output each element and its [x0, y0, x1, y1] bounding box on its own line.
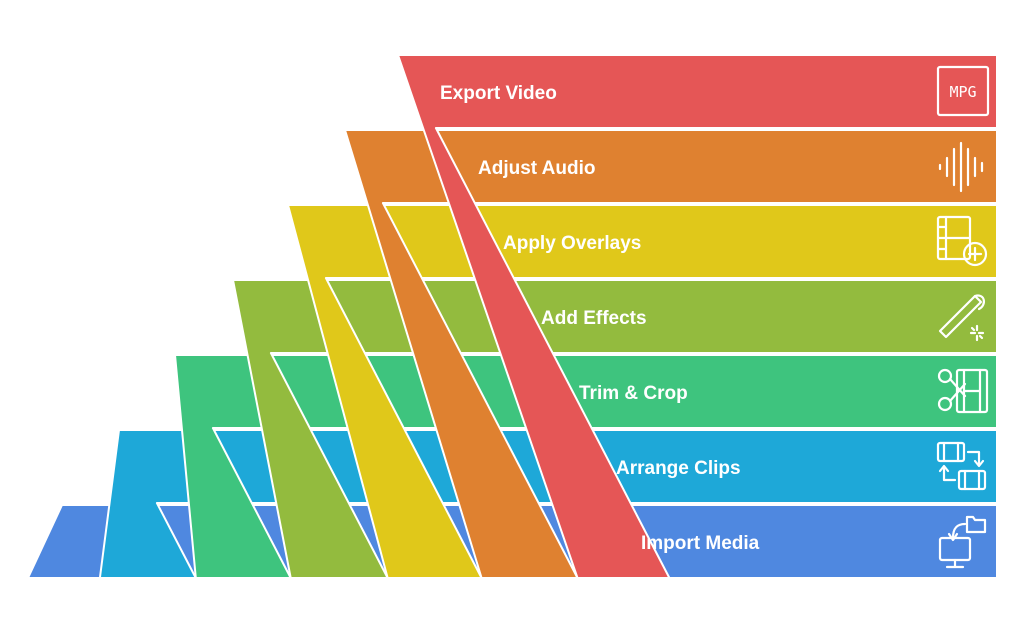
- scissors-film-icon: [937, 368, 989, 414]
- step-label-trim-crop: Trim & Crop: [579, 383, 688, 404]
- pyramid-layers: [27, 54, 998, 579]
- reorder-clips-icon: [936, 441, 987, 491]
- magic-wand-icon: [938, 294, 985, 342]
- step-labels: Export Video Adjust Audio Apply Overlays…: [440, 83, 760, 554]
- step-label-arrange-clips: Arrange Clips: [616, 458, 741, 479]
- step-label-export-video: Export Video: [440, 83, 557, 104]
- pyramid-layer-export-video: [397, 54, 998, 579]
- step-label-adjust-audio: Adjust Audio: [478, 158, 596, 179]
- import-monitor-icon: [938, 515, 987, 569]
- mpg-icon-text: MPG: [949, 83, 976, 101]
- audio-waveform-icon: [938, 141, 984, 193]
- step-label-apply-overlays: Apply Overlays: [503, 233, 641, 254]
- step-label-add-effects: Add Effects: [541, 308, 647, 329]
- step-label-import-media: Import Media: [641, 533, 760, 554]
- film-add-icon: [936, 215, 988, 267]
- mpg-file-icon: MPG: [936, 65, 990, 117]
